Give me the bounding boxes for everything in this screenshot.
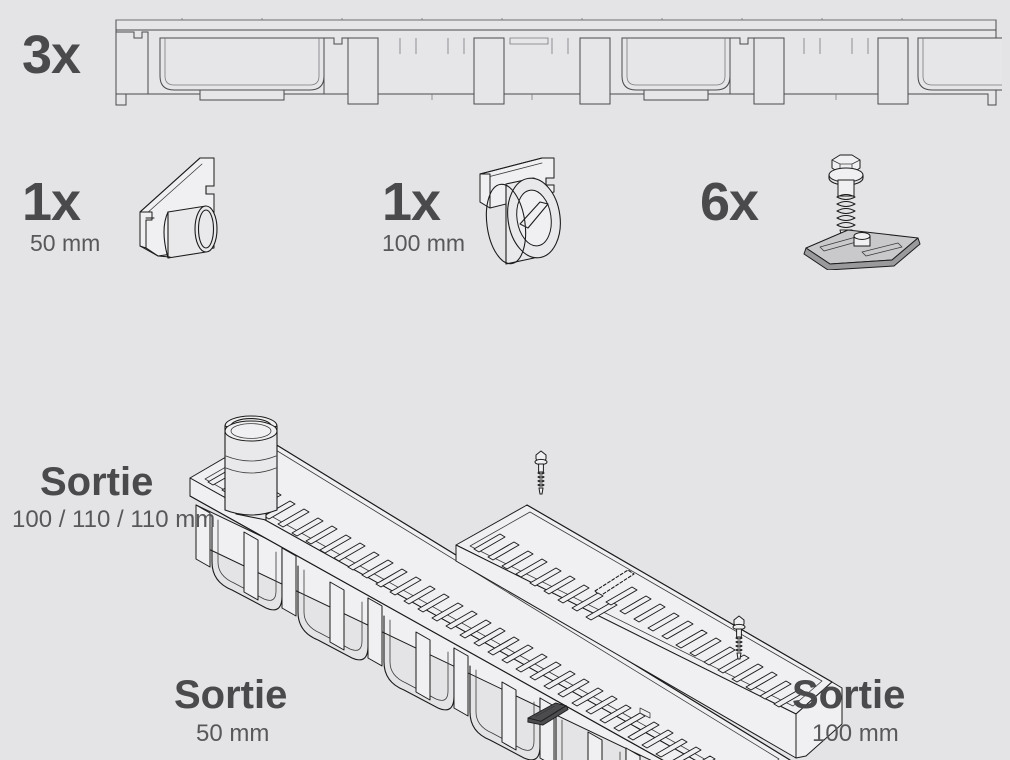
channel-section-profile-icon <box>112 8 1002 116</box>
callout-subtitle-outlet-50: 50 mm <box>196 720 270 747</box>
size-label-end-cap-100: 100 mm <box>382 230 466 256</box>
size-label-end-cap-50: 50 mm <box>30 230 101 256</box>
quantity-label-end-cap-100: 1x <box>382 172 441 232</box>
callout-title-outlet-50: Sortie <box>174 673 288 717</box>
screw-and-grate-clip-icon <box>800 148 930 270</box>
vertical-pipe-socket-icon <box>224 415 278 521</box>
callout-title-outlet-vertical: Sortie <box>40 460 154 504</box>
callout-subtitle-outlet-100: 100 mm <box>812 720 899 747</box>
end-cap-100mm-icon <box>468 152 588 267</box>
callout-title-outlet-100: Sortie <box>792 673 906 717</box>
quantity-label-channel-body: 3x <box>22 25 81 85</box>
callout-subtitle-outlet-vertical: 100 / 110 / 110 mm <box>12 506 216 533</box>
quantity-label-end-cap-50: 1x <box>22 172 81 232</box>
end-cap-50mm-icon <box>122 150 242 268</box>
fixing-screw <box>534 450 548 495</box>
quantity-label-screw-clip: 6x <box>700 172 759 232</box>
removable-grate-pair <box>455 504 843 759</box>
assembly-illustration <box>0 300 1010 760</box>
